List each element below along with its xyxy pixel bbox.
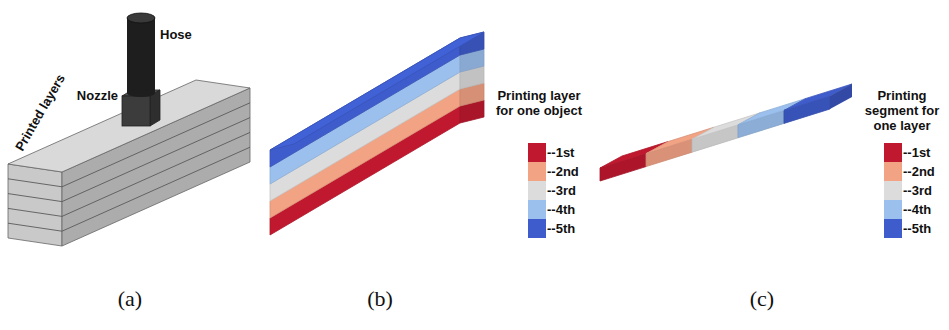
layer-line	[8, 223, 62, 231]
segment-top-face	[784, 84, 852, 110]
layer-top-face	[270, 32, 484, 150]
legend-swatch	[884, 219, 902, 238]
segment-end-face	[830, 84, 852, 109]
legend-label: --4th	[547, 202, 575, 217]
legend-label: --2nd	[547, 164, 579, 179]
layer-line	[62, 147, 250, 231]
legend-label: --1st	[903, 145, 930, 160]
hose-top	[127, 13, 155, 23]
legend-title: Printing layer for one object	[493, 88, 585, 118]
panel-label: (b)	[367, 286, 393, 312]
hose-body	[127, 18, 155, 93]
legend-swatch	[528, 200, 546, 219]
legend-swatch	[884, 200, 902, 219]
legend-label: --3rd	[547, 183, 576, 198]
legend-swatch	[528, 181, 546, 200]
legend-title: Printing segment for one layer	[860, 88, 944, 133]
panel-label: (c)	[750, 286, 774, 312]
legend-swatch	[528, 219, 546, 238]
legend-swatch	[884, 162, 902, 181]
layer-front-face	[270, 55, 460, 184]
panel-label: (a)	[118, 286, 142, 312]
legend-swatch	[528, 143, 546, 162]
legend-label: --2nd	[903, 164, 935, 179]
layer-line	[62, 132, 250, 216]
part-name: Hose	[160, 27, 192, 42]
legend-label: --4th	[903, 202, 931, 217]
layer-line	[8, 194, 62, 202]
legend-label: --5th	[903, 221, 931, 236]
legend-swatch	[884, 181, 902, 200]
nozzle-front	[122, 96, 150, 126]
legend-label: --3rd	[903, 183, 932, 198]
legend-swatch	[884, 143, 902, 162]
legend-swatch	[528, 162, 546, 181]
legend-label: --1st	[547, 145, 574, 160]
hose-bottom	[127, 89, 155, 97]
beam-front-face	[62, 88, 250, 246]
legend-label: --5th	[547, 221, 575, 236]
layer-line	[8, 179, 62, 187]
part-name: Nozzle	[58, 88, 118, 103]
layer-line	[8, 208, 62, 216]
beam-end-face	[8, 164, 62, 246]
print-head	[122, 13, 160, 126]
